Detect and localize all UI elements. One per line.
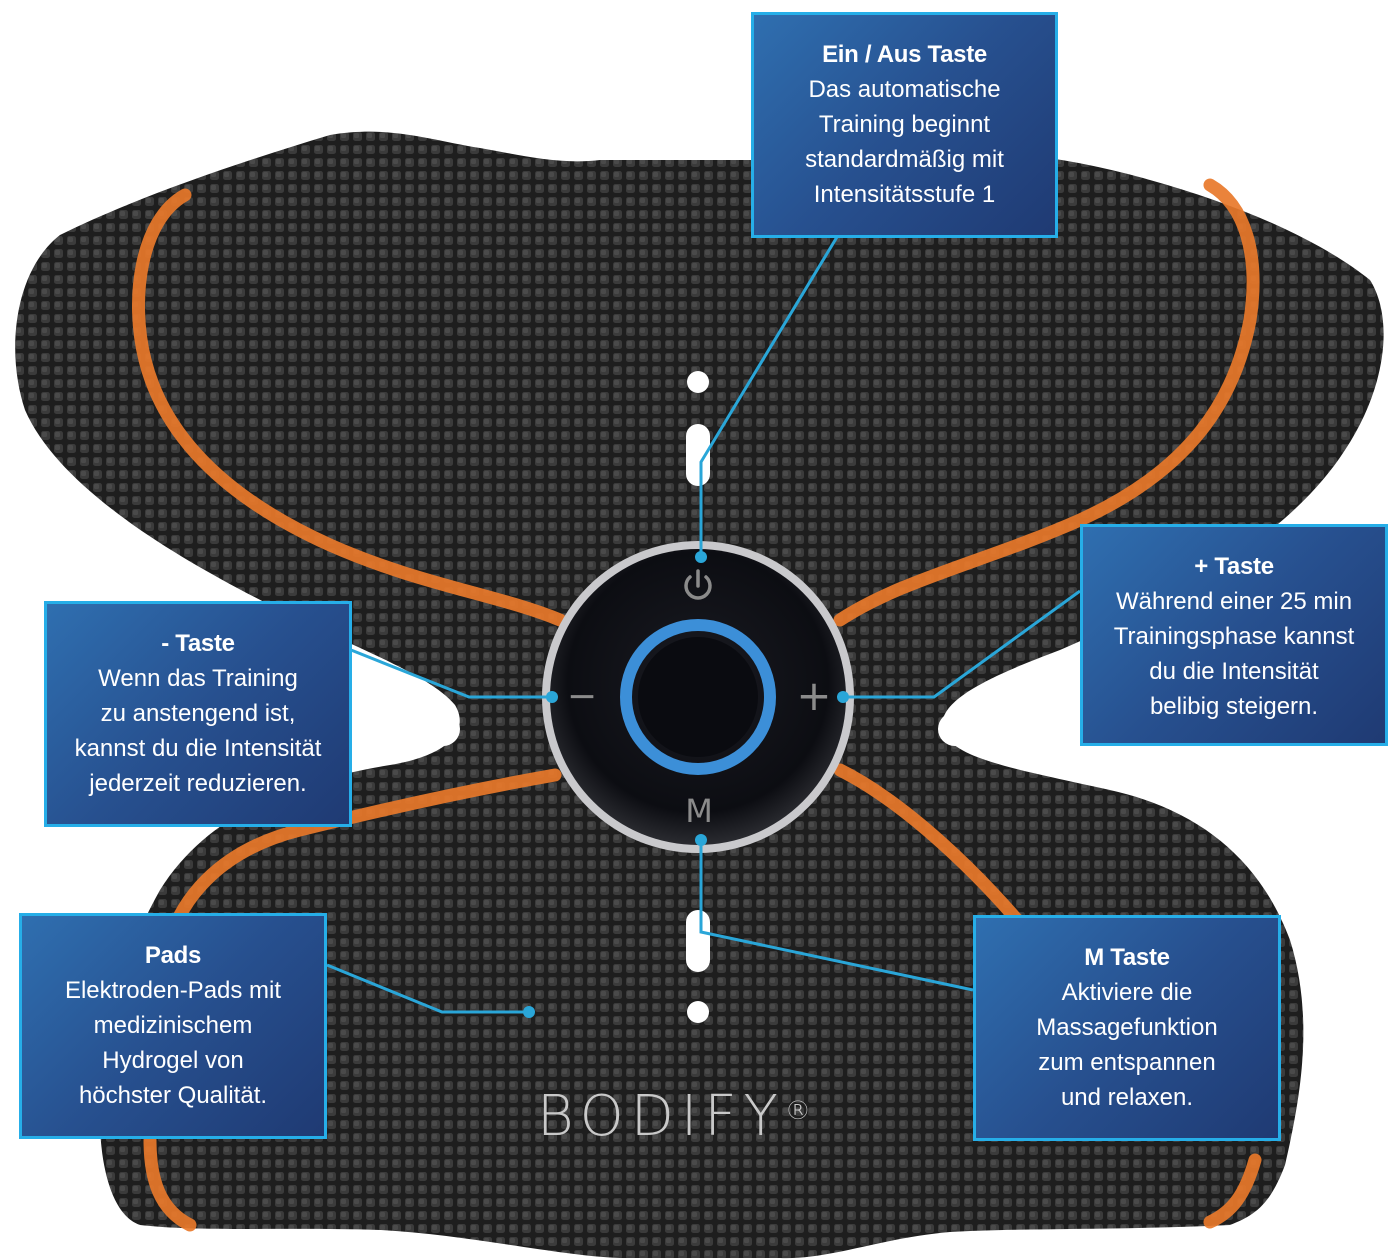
callout-minus: - Taste Wenn das Training zu anstengend … — [44, 601, 352, 827]
callout-minus-line: jederzeit reduzieren. — [89, 770, 307, 797]
callout-mode-line: und relaxen. — [1060, 1084, 1194, 1111]
minus-button-label[interactable]: − — [566, 676, 598, 717]
power-icon[interactable] — [684, 569, 712, 600]
stripe-bottom-left — [158, 768, 562, 967]
stripe-bottom-right-corner — [1203, 1153, 1262, 1229]
left-slot — [388, 712, 460, 746]
brand-logo: BODIFY® — [537, 1082, 897, 1152]
callout-minus-line: Wenn das Training — [98, 665, 298, 692]
callout-pads: Pads Elektroden-Pads mit medizinischem H… — [19, 913, 327, 1139]
callout-minus-title: - Taste — [161, 630, 235, 657]
callout-power-line: standardmäßig mit — [805, 146, 1004, 173]
callout-pads-line: Elektroden-Pads mit — [64, 977, 282, 1004]
callout-mode-title: M Taste — [1084, 944, 1170, 971]
brand-name: BODIFY — [537, 1084, 785, 1149]
indicator-bar-top — [686, 424, 710, 486]
callout-plus-line: belibig steigern. — [1149, 693, 1319, 720]
callout-minus-line: kannst du die Intensität — [74, 735, 322, 762]
callout-pads-title: Pads — [144, 942, 202, 969]
callout-plus: + Taste Während einer 25 min Trainingsph… — [1080, 524, 1388, 746]
center-ring[interactable] — [620, 619, 776, 775]
callout-plus-line: du die Intensität — [1149, 658, 1319, 685]
callout-mode-line: Massagefunktion — [1036, 1014, 1218, 1041]
leader-line-minus — [350, 648, 552, 699]
callout-plus-line: Trainingsphase kannst — [1113, 623, 1355, 650]
callout-mode-line: zum entspannen — [1038, 1049, 1216, 1076]
plus-button-label[interactable]: + — [796, 671, 832, 720]
callout-plus-line: Während einer 25 min — [1115, 588, 1353, 615]
callout-mode: M Taste Aktiviere die Massagefunktion zu… — [973, 915, 1281, 1141]
callout-pads-line: Hydrogel von — [102, 1047, 244, 1074]
stripe-bottom-left-corner — [143, 1133, 197, 1232]
right-slot — [938, 712, 1048, 746]
registered-mark: ® — [784, 1096, 811, 1126]
callout-power: Ein / Aus Taste Das automatische Trainin… — [751, 12, 1058, 238]
indicator-bar-bottom — [686, 910, 710, 972]
leader-line-power — [699, 236, 839, 557]
indicator-dot-bottom — [687, 1001, 709, 1023]
leader-line-plus — [843, 589, 1081, 699]
callout-power-line: Intensitätsstufe 1 — [813, 181, 996, 208]
callout-power-line: Das automatische — [808, 76, 1001, 103]
stripe-top-left — [132, 188, 567, 627]
center-button[interactable] — [638, 637, 758, 757]
stripe-top-right — [833, 178, 1260, 627]
mode-button-label[interactable]: M — [685, 792, 713, 830]
callout-power-line: Training beginnt — [818, 111, 991, 138]
indicator-dot-top — [687, 371, 709, 393]
callout-power-title: Ein / Aus Taste — [822, 41, 987, 68]
callout-pads-line: höchster Qualität. — [78, 1082, 268, 1109]
leader-line-mode — [699, 840, 974, 992]
callout-pads-line: medizinischem — [93, 1012, 253, 1039]
leader-line-pads — [326, 963, 529, 1014]
callout-minus-line: zu anstengend ist, — [100, 700, 296, 727]
callout-mode-line: Aktiviere die — [1061, 979, 1193, 1006]
callout-plus-title: + Taste — [1194, 553, 1274, 580]
